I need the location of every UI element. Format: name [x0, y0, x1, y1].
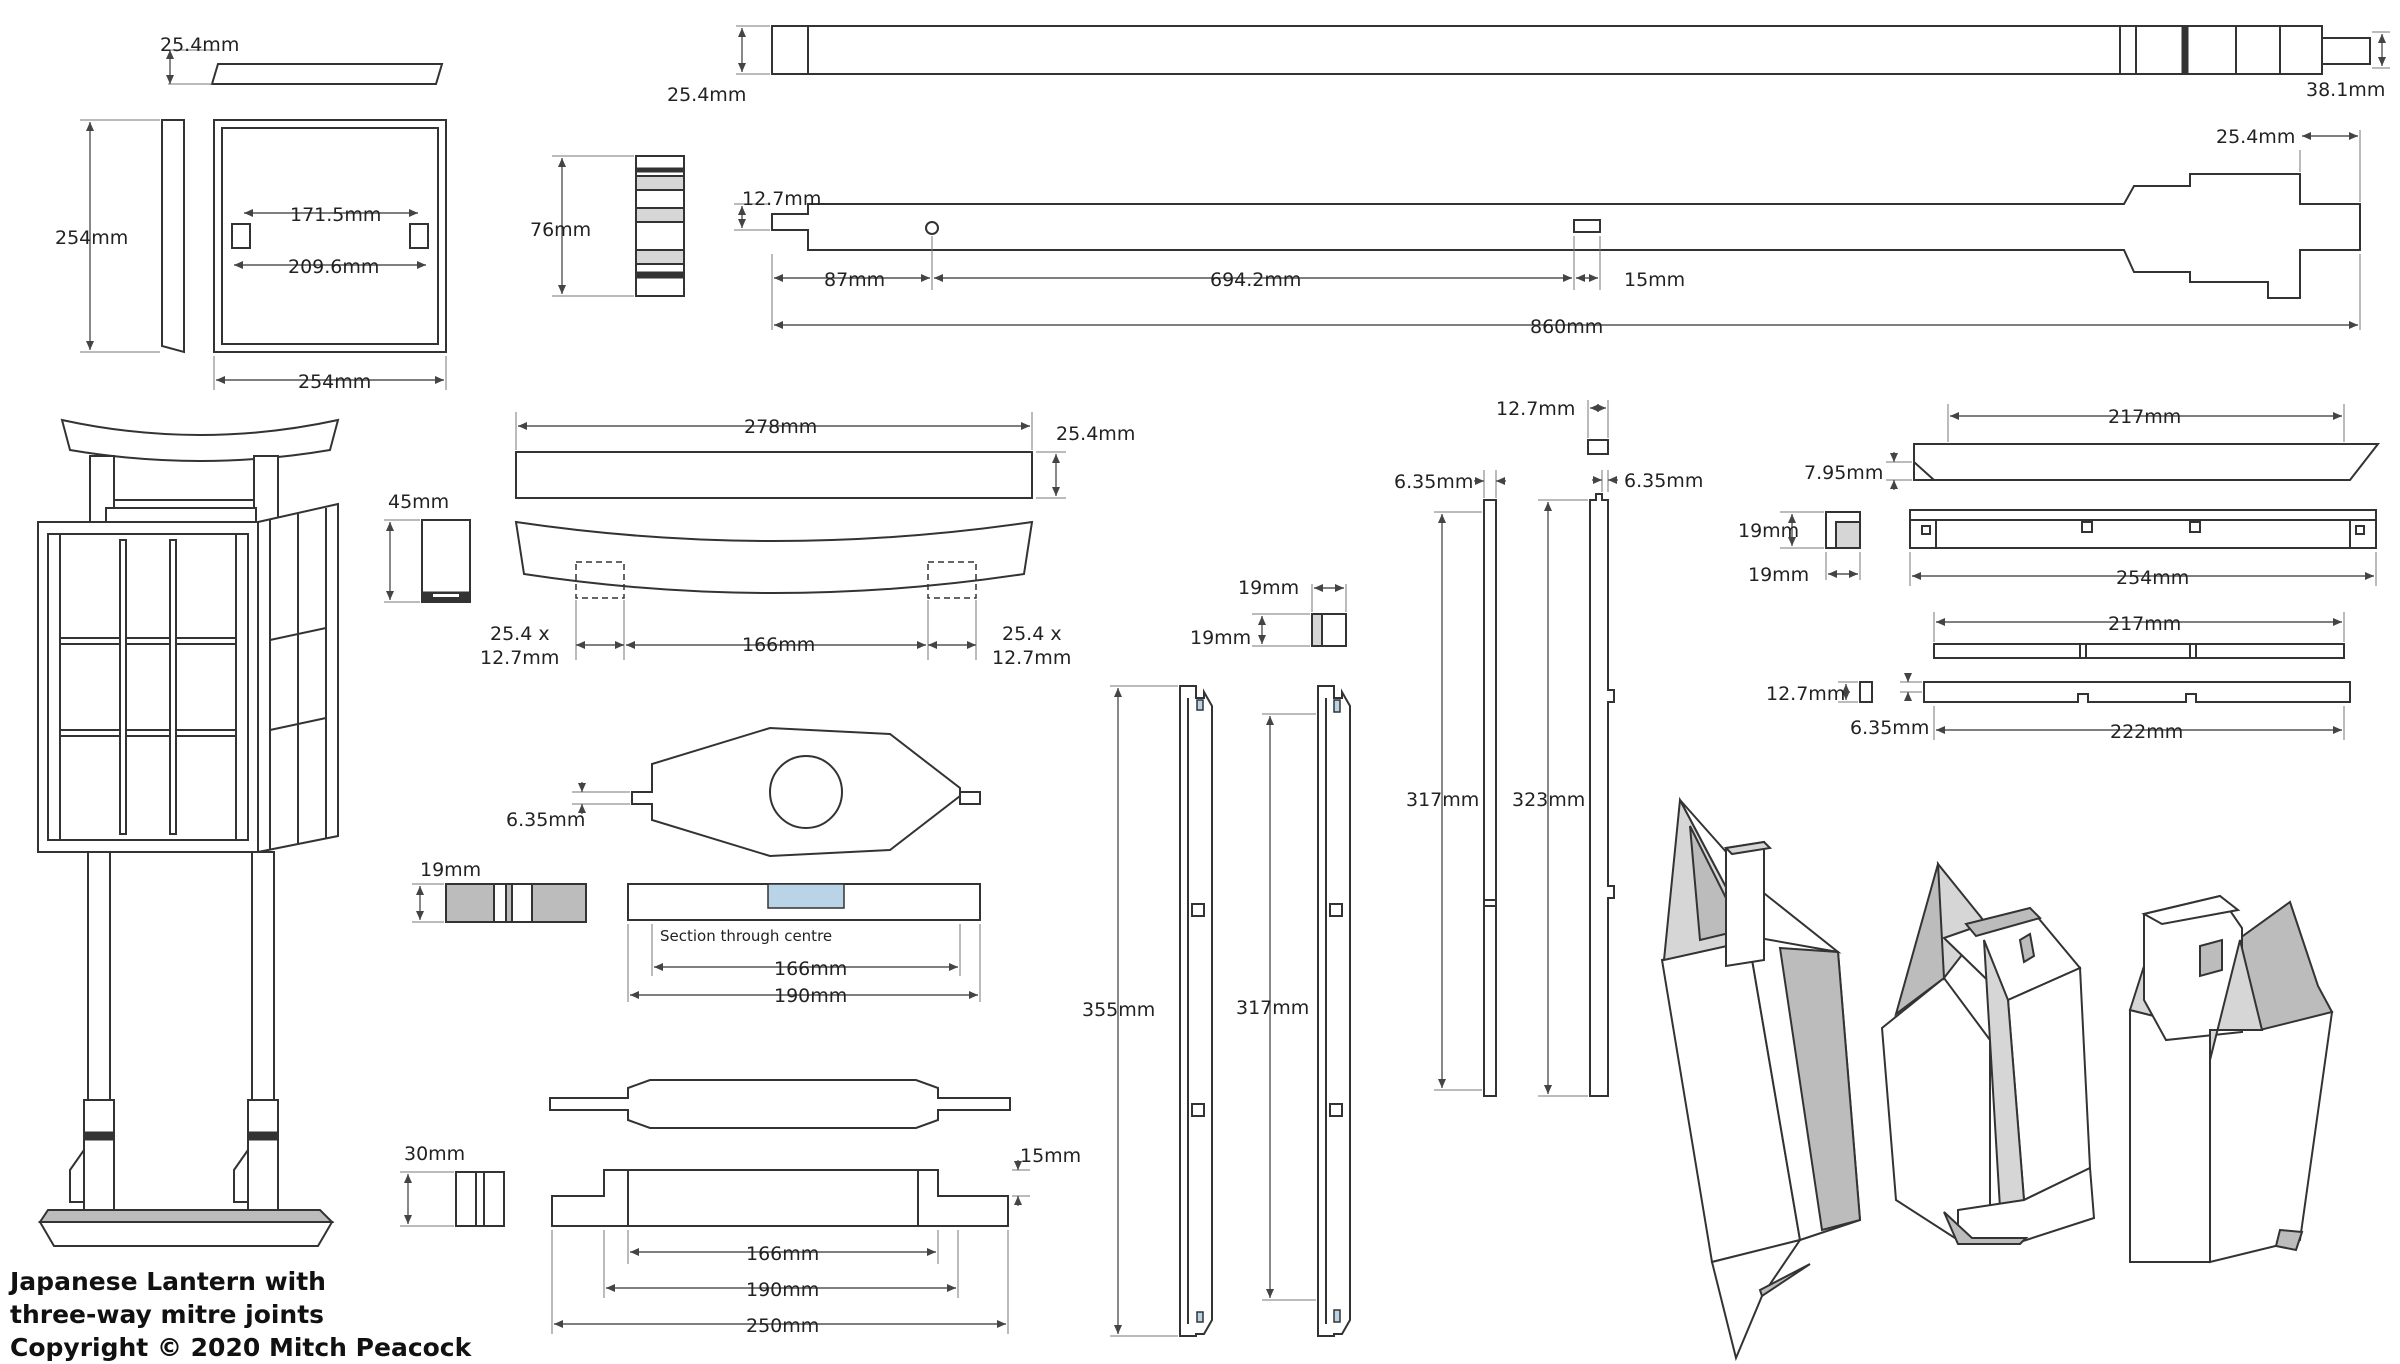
title-block: Japanese Lantern with three-way mitre jo… — [8, 1267, 473, 1362]
dim-190-section: 190mm — [774, 985, 847, 1007]
dim-15-beam: 15mm — [1624, 269, 1685, 291]
dim-355: 355mm — [1082, 999, 1155, 1021]
candle-plate: 6.35mm — [506, 726, 981, 858]
dim-166-section: 166mm — [774, 958, 847, 980]
plate-section: Section through centre 166mm 190mm — [627, 883, 981, 1007]
joint-3d-view-1 — [1660, 796, 1862, 1362]
dim-15-rail: 15mm — [1020, 1145, 1081, 1167]
lantern-assembly — [37, 418, 340, 1247]
dim-278: 278mm — [744, 416, 817, 438]
block-30: 30mm — [400, 1143, 505, 1227]
dim-19-right-h: 19mm — [1738, 520, 1799, 542]
dim-25-4x-left-1: 25.4 x — [490, 623, 550, 645]
right-rail-217-222: 217mm 12.7mm 6.35mm 222mm — [1766, 612, 2351, 743]
dim-7-95: 7.95mm — [1804, 462, 1883, 484]
dim-209-6: 209.6mm — [288, 256, 379, 278]
title-line-1: Japanese Lantern with — [8, 1267, 326, 1296]
dim-217-top: 217mm — [2108, 406, 2181, 428]
dim-317-post: 317mm — [1236, 997, 1309, 1019]
dim-6-35-slat-right: 6.35mm — [1624, 470, 1703, 492]
top-board-side — [210, 63, 444, 85]
thin-slat-323: 12.7mm 6.35mm 323mm — [1496, 398, 1703, 1097]
dim-171-5: 171.5mm — [290, 204, 381, 226]
tall-post-317: 19mm 19mm 317mm — [1190, 577, 1351, 1337]
dim-87: 87mm — [824, 269, 885, 291]
dim-top-254-width: 254mm — [298, 371, 371, 393]
dim-6-35-right: 6.35mm — [1850, 717, 1929, 739]
dim-beam-25-4: 25.4mm — [667, 84, 746, 106]
dim-30: 30mm — [404, 1143, 465, 1165]
dim-190-bottom: 190mm — [746, 1279, 819, 1301]
joint-3d-view-2 — [1880, 860, 2096, 1245]
block-76: 76mm — [530, 155, 685, 297]
right-rail-top: 217mm 7.95mm — [1804, 404, 2381, 490]
long-beam-top: 25.4mm 38.1mm — [667, 25, 2390, 106]
dim-222: 222mm — [2110, 721, 2183, 743]
dim-12-7-right: 12.7mm — [1766, 683, 1845, 705]
long-beam-bottom: 12.7mm 87mm 694.2mm 15mm 860mm 25.4mm — [734, 126, 2361, 338]
dim-323: 323mm — [1512, 789, 1585, 811]
dim-19-post-w: 19mm — [1238, 577, 1299, 599]
dim-25-4x-right-2: 12.7mm — [992, 647, 1071, 669]
dim-217-bottom: 217mm — [2108, 613, 2181, 635]
title-line-2: three-way mitre joints — [10, 1300, 324, 1329]
dim-250: 250mm — [746, 1315, 819, 1337]
dim-38-1: 38.1mm — [2306, 79, 2385, 101]
dim-317-slat: 317mm — [1406, 789, 1479, 811]
block-19: 19mm — [412, 859, 587, 923]
dim-19-post-h: 19mm — [1190, 627, 1251, 649]
top-rail-278: 278mm 25.4mm 25.4 x 12.7mm 166mm 25.4 x … — [480, 412, 1135, 669]
dim-25-4-beam-end: 25.4mm — [2216, 126, 2295, 148]
bottom-rail-250: 15mm 166mm 190mm 250mm — [549, 1079, 1081, 1337]
dim-860: 860mm — [1530, 316, 1603, 338]
dim-166-bottom: 166mm — [746, 1243, 819, 1265]
dim-25-4-rail: 25.4mm — [1056, 423, 1135, 445]
beam-profile — [771, 173, 2361, 299]
title-line-3: Copyright © 2020 Mitch Peacock — [10, 1333, 473, 1362]
joint-3d-view-3 — [2128, 894, 2334, 1264]
dim-76: 76mm — [530, 219, 591, 241]
dim-19-right-w: 19mm — [1748, 564, 1809, 586]
dim-694-2: 694.2mm — [1210, 269, 1301, 291]
roof-cap-views: 25.4mm 254mm 171.5mm 209.6mm 254mm — [55, 34, 447, 393]
right-rail-254: 19mm 19mm 254mm — [1738, 509, 2377, 589]
dim-12-7-slat: 12.7mm — [1496, 398, 1575, 420]
dim-25-4x-right-1: 25.4 x — [1002, 623, 1062, 645]
dim-19-block: 19mm — [420, 859, 481, 881]
side-panel — [161, 119, 185, 354]
tall-post-355: 355mm — [1082, 685, 1213, 1337]
dim-254-right: 254mm — [2116, 567, 2189, 589]
dim-12-7-beam: 12.7mm — [742, 188, 821, 210]
front-panel — [213, 119, 447, 353]
dim-top-25-4: 25.4mm — [160, 34, 239, 56]
thin-slat-317: 6.35mm 317mm — [1394, 470, 1506, 1097]
block-45: 45mm — [384, 491, 471, 603]
dim-45: 45mm — [388, 491, 449, 513]
dim-25-4x-left-2: 12.7mm — [480, 647, 559, 669]
dim-6-35-plate: 6.35mm — [506, 809, 585, 831]
dim-166-rail: 166mm — [742, 634, 815, 656]
section-label: Section through centre — [660, 927, 832, 945]
dim-6-35-slat-left: 6.35mm — [1394, 471, 1473, 493]
dim-top-254-height: 254mm — [55, 227, 128, 249]
